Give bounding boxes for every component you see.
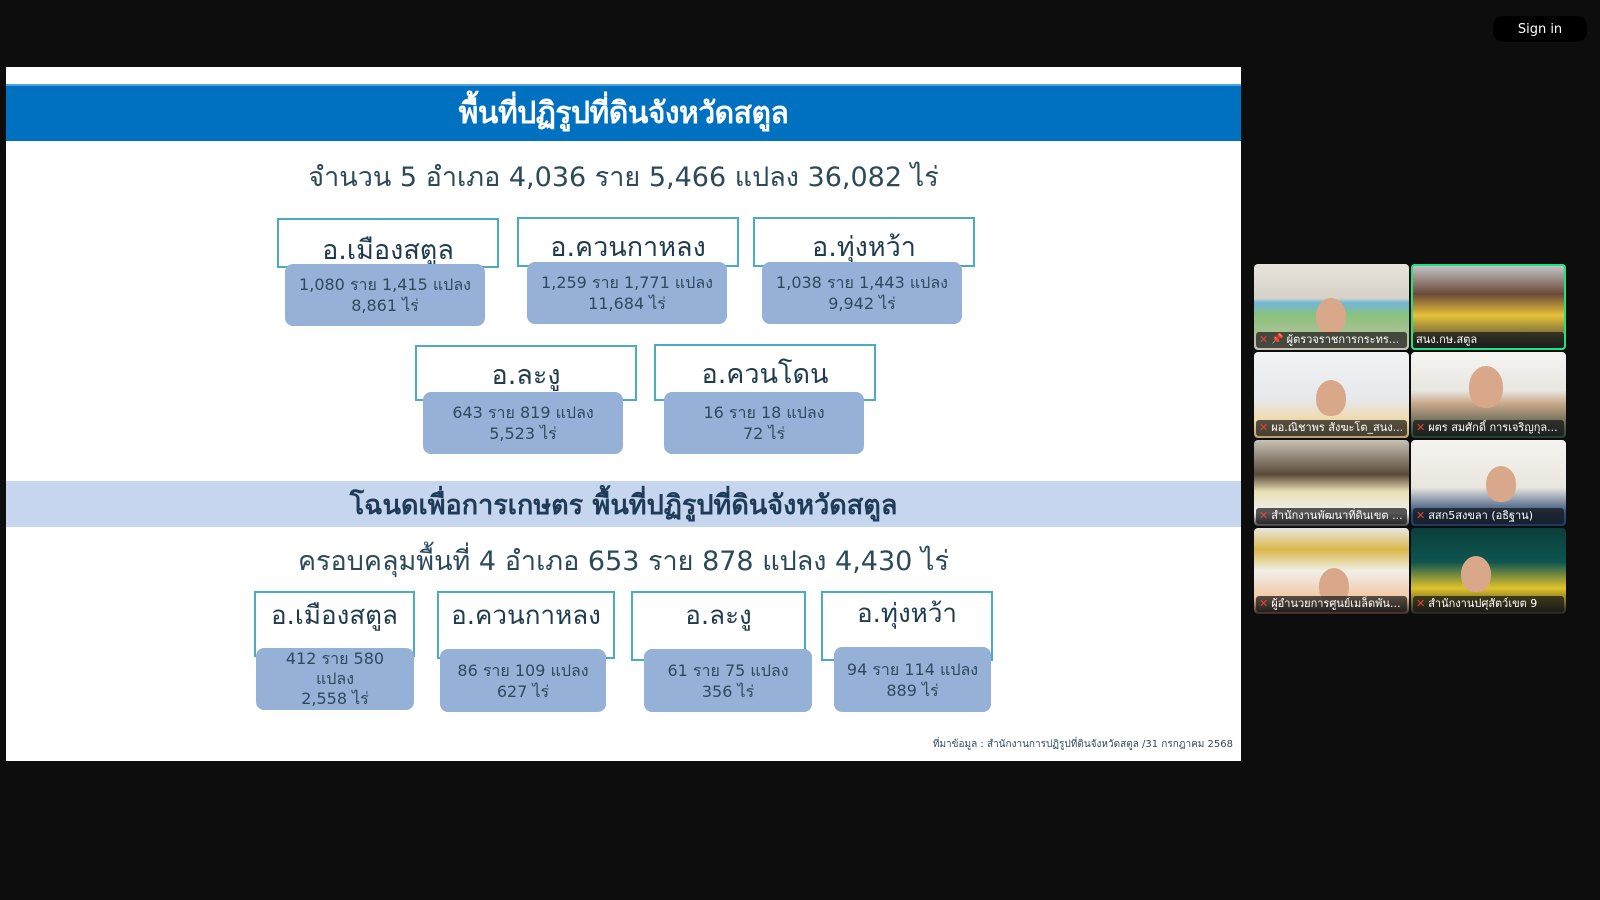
participant-video [1461, 556, 1491, 592]
stat-line: 627 ไร่ [496, 681, 550, 701]
participant-label: ✕ สำนักงานพัฒนาที่ดินเขต ... [1256, 508, 1407, 524]
participant-tile[interactable]: ✕ ผู้อำนวยการศูนย์เมล็ดพัน... [1254, 528, 1409, 614]
stat-line: 2,558 ไร่ [301, 689, 369, 708]
mic-muted-icon: ✕ [1259, 421, 1269, 434]
participant-label: ✕ ผตร สมศักดิ์ การเจริญกุล... [1413, 420, 1564, 436]
participant-label: ✕ ผู้อำนวยการศูนย์เมล็ดพัน... [1256, 596, 1407, 612]
participant-video [1486, 466, 1516, 502]
participant-name: ผอ.ณิชาพร สังฆะโต_สนง... [1271, 421, 1404, 434]
slide-title-bar: พื้นที่ปฏิรูปที่ดินจังหวัดสตูล [6, 84, 1241, 141]
participant-name: สนง.กษ.สตูล [1416, 333, 1478, 346]
stat-line: 1,038 ราย 1,443 แปลง [776, 273, 948, 292]
sign-in-button[interactable]: Sign in [1493, 16, 1587, 42]
section2-title: โฉนดเพื่อการเกษตร พื้นที่ปฏิรูปที่ดินจัง… [349, 489, 898, 521]
stat-line: 72 ไร่ [742, 424, 786, 443]
stat-line: 11,684 ไร่ [588, 294, 666, 313]
section2-summary: ครอบคลุมพื้นที่ 4 อำเภอ 653 ราย 878 แปลง… [297, 546, 950, 577]
stat-line: 16 ราย 18 แปลง [703, 403, 825, 422]
stat-line: 8,861 ไร่ [351, 296, 419, 315]
district-stats: 643 ราย 819 แปลง 5,523 ไร่ [423, 392, 623, 454]
participant-label: ✕ สสก5สงขลา (อธิฐาน) [1413, 508, 1564, 524]
participant-tile[interactable]: ✕ สำนักงานพัฒนาที่ดินเขต ... [1254, 440, 1409, 526]
stat-line: 889 ไร่ [886, 680, 939, 700]
participant-tile[interactable]: ✕ 📌 ผู้ตรวจราชการกระทร... [1254, 264, 1409, 350]
mic-muted-icon: ✕ [1416, 421, 1426, 434]
participant-label: ✕ ผอ.ณิชาพร สังฆะโต_สนง... [1256, 420, 1407, 436]
district-stats: 61 ราย 75 แปลง 356 ไร่ [644, 649, 812, 712]
participant-name: ผู้อำนวยการศูนย์เมล็ดพัน... [1271, 597, 1401, 610]
participant-name: ผู้ตรวจราชการกระทร... [1286, 333, 1400, 346]
participant-label: ✕ 📌 ผู้ตรวจราชการกระทร... [1256, 332, 1407, 348]
stat-line: 94 ราย 114 แปลง [846, 659, 979, 679]
stat-line: 643 ราย 819 แปลง [452, 403, 594, 422]
section2-title-bar: โฉนดเพื่อการเกษตร พื้นที่ปฏิรูปที่ดินจัง… [6, 481, 1241, 527]
participant-tile[interactable]: ✕ สำนักงานปศุสัตว์เขต 9 [1411, 528, 1566, 614]
slide-summary: จำนวน 5 อำเภอ 4,036 ราย 5,466 แปลง 36,08… [308, 162, 939, 193]
stat-line: 86 ราย 109 แปลง [457, 660, 589, 680]
district-name: อ.ทุ่งหว้า [753, 217, 975, 267]
participant-label: สนง.กษ.สตูล [1413, 332, 1564, 348]
district-stats: 1,080 ราย 1,415 แปลง 8,861 ไร่ [285, 264, 485, 326]
stat-line: 1,259 ราย 1,771 แปลง [541, 273, 713, 292]
stat-line: 356 ไร่ [701, 681, 755, 701]
participant-tile[interactable]: ✕ ผอ.ณิชาพร สังฆะโต_สนง... [1254, 352, 1409, 438]
mic-muted-icon: ✕ [1416, 509, 1426, 522]
mic-muted-icon: ✕ [1259, 333, 1269, 346]
participant-video [1316, 380, 1346, 416]
data-source-note: ที่มาข้อมูล : สำนักงานการปฏิรูปที่ดินจัง… [932, 739, 1233, 750]
stat-line: 61 ราย 75 แปลง [667, 660, 789, 680]
slide-title: พื้นที่ปฏิรูปที่ดินจังหวัดสตูล [458, 96, 789, 131]
mic-muted-icon: ✕ [1416, 597, 1426, 610]
district-stats: 94 ราย 114 แปลง 889 ไร่ [834, 647, 991, 712]
participant-name: ผตร สมศักดิ์ การเจริญกุล... [1428, 421, 1558, 434]
district-stats: 412 ราย 580 แปลง 2,558 ไร่ [256, 648, 414, 710]
stat-line: 412 ราย 580 [285, 649, 385, 668]
district-stats: 16 ราย 18 แปลง 72 ไร่ [664, 392, 864, 454]
participant-name: สำนักงานพัฒนาที่ดินเขต ... [1271, 509, 1403, 522]
participant-name: สำนักงานปศุสัตว์เขต 9 [1428, 597, 1538, 610]
participant-tile[interactable]: ✕ ผตร สมศักดิ์ การเจริญกุล... [1411, 352, 1566, 438]
district-name: อ.ควนโดน [654, 344, 876, 401]
district-stats: 1,038 ราย 1,443 แปลง 9,942 ไร่ [762, 262, 962, 324]
pin-icon: 📌 [1271, 334, 1284, 345]
participant-tile-active-speaker[interactable]: สนง.กษ.สตูล [1411, 264, 1566, 350]
stat-line: แปลง [315, 669, 355, 688]
participant-label: ✕ สำนักงานปศุสัตว์เขต 9 [1413, 596, 1564, 612]
participant-video [1469, 366, 1503, 408]
district-name: อ.เมืองสตูล [277, 218, 499, 268]
district-stats: 86 ราย 109 แปลง 627 ไร่ [440, 649, 606, 712]
stat-line: 5,523 ไร่ [489, 424, 557, 443]
participant-tile[interactable]: ✕ สสก5สงขลา (อธิฐาน) [1411, 440, 1566, 526]
participant-name: สสก5สงขลา (อธิฐาน) [1428, 509, 1533, 522]
participant-video [1316, 298, 1346, 334]
stat-line: 1,080 ราย 1,415 แปลง [299, 275, 471, 294]
district-name: อ.ควนกาหลง [517, 217, 739, 267]
shared-slide: พื้นที่ปฏิรูปที่ดินจังหวัดสตูล จำนวน 5 อ… [6, 67, 1241, 761]
stat-line: 9,942 ไร่ [828, 294, 896, 313]
district-stats: 1,259 ราย 1,771 แปลง 11,684 ไร่ [527, 262, 727, 324]
mic-muted-icon: ✕ [1259, 509, 1269, 522]
mic-muted-icon: ✕ [1259, 597, 1269, 610]
